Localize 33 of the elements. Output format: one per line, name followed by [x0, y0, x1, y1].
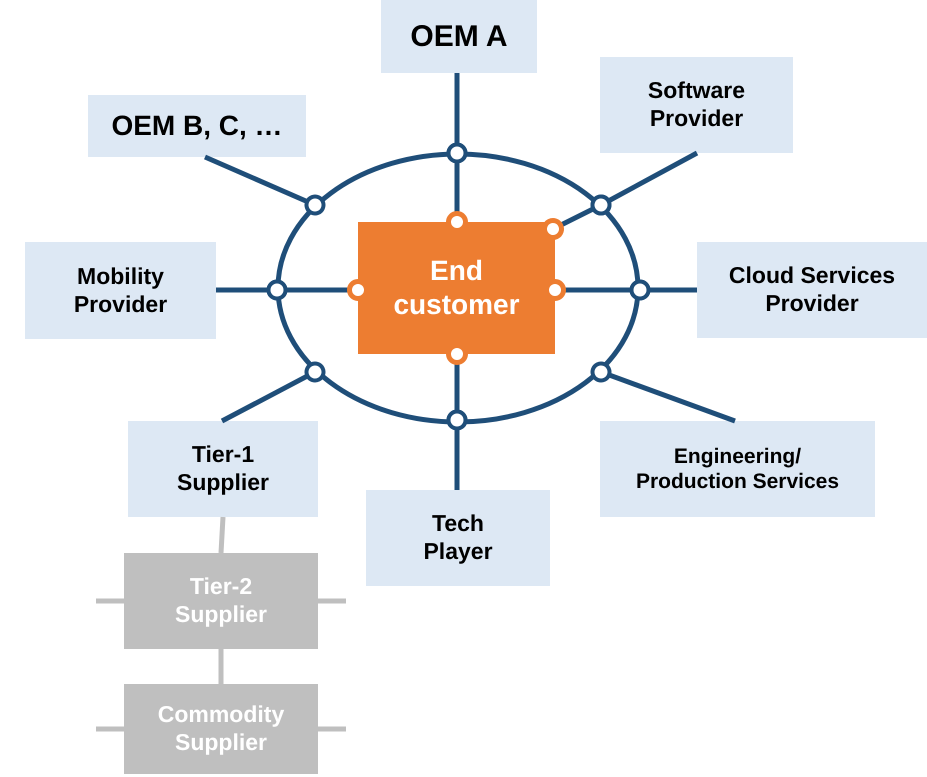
link-line [96, 598, 124, 604]
box-label: Software Provider [646, 77, 746, 133]
partner-box [128, 421, 318, 517]
partner-box [88, 95, 306, 157]
box-label: Tech Player [422, 510, 494, 566]
box-label: Tier-2 Supplier [174, 573, 268, 629]
supplier-box [124, 553, 318, 649]
partner-box [366, 490, 550, 586]
box-label: Cloud Services Provider [728, 262, 896, 318]
box-label: Tier-1 Supplier [176, 441, 270, 497]
partner-box [600, 57, 793, 153]
connector [204, 154, 326, 216]
link-line [218, 649, 224, 684]
customer-box [358, 222, 555, 354]
connector [590, 362, 736, 424]
connector [542, 194, 612, 240]
box-label: Mobility Provider [72, 262, 168, 318]
partner-box [381, 0, 537, 73]
partner-box [25, 242, 216, 339]
link-line [318, 726, 346, 732]
box-label: OEM B, C, … [110, 109, 284, 143]
partner-box [697, 242, 927, 338]
box-label: End customer [392, 254, 521, 322]
box-label: Engineering/ Production Services [634, 444, 840, 494]
connector [220, 362, 326, 424]
ecosystem-ellipse [275, 151, 641, 425]
link-line [218, 516, 226, 554]
supplier-box [124, 684, 318, 774]
partner-box [600, 421, 875, 517]
link-line [318, 598, 346, 604]
link-line [96, 726, 124, 732]
box-label: Commodity Supplier [156, 701, 286, 757]
box-label: OEM A [409, 18, 509, 54]
